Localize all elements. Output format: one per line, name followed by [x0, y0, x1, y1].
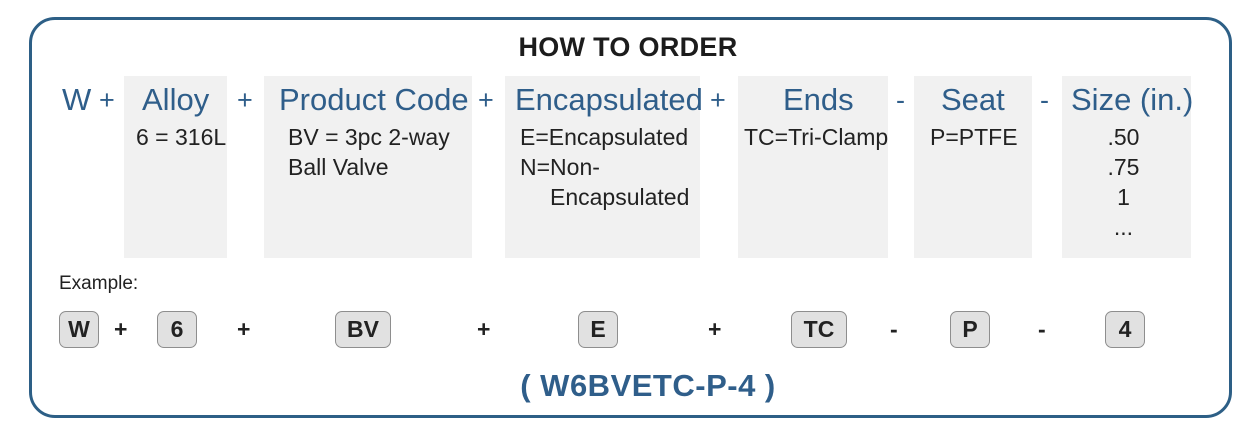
example-separator: +	[114, 316, 128, 342]
size-option: .75	[1107, 154, 1140, 180]
header-encapsulated: Encapsulated	[515, 82, 703, 117]
header-ends: Ends	[783, 82, 854, 117]
example-chip-product-code: BV	[335, 311, 391, 348]
size-option: ...	[1113, 214, 1134, 240]
seat-option: P=PTFE	[930, 124, 1018, 150]
header-separator: +	[237, 85, 253, 115]
example-chip-ends: TC	[791, 311, 847, 348]
encapsulated-option: Encapsulated	[550, 184, 690, 210]
example-chip-seat: P	[950, 311, 990, 348]
column-box-ends	[738, 76, 888, 258]
header-separator: +	[478, 85, 494, 115]
example-separator: -	[1038, 316, 1046, 342]
prefix-w: W	[62, 82, 92, 117]
example-order-code: ( W6BVETC-P-4 )	[520, 368, 776, 403]
column-box-product-code	[264, 76, 472, 258]
column-box-size	[1062, 76, 1191, 258]
example-separator: -	[890, 316, 898, 342]
page-title: HOW TO ORDER	[518, 32, 738, 62]
product-code-option: Ball Valve	[288, 154, 389, 180]
header-size: Size (in.)	[1071, 82, 1194, 117]
column-box-seat	[914, 76, 1032, 258]
encapsulated-option: N=Non-	[520, 154, 600, 180]
ends-option: TC=Tri-Clamp	[744, 124, 889, 150]
header-separator: -	[896, 85, 905, 115]
header-separator: -	[1040, 85, 1049, 115]
header-product-code: Product Code	[279, 82, 469, 117]
order-frame	[29, 17, 1232, 418]
example-separator: +	[477, 316, 491, 342]
header-seat: Seat	[941, 82, 1005, 117]
header-separator: +	[710, 85, 726, 115]
size-option: 1	[1117, 184, 1130, 210]
header-separator: +	[99, 85, 115, 115]
example-chip-encapsulated: E	[578, 311, 618, 348]
column-box-encapsulated	[505, 76, 700, 258]
example-chip-size: 4	[1105, 311, 1145, 348]
example-chip-alloy: 6	[157, 311, 197, 348]
example-chip-w: W	[59, 311, 99, 348]
example-separator: +	[237, 316, 251, 342]
example-label: Example:	[59, 273, 139, 294]
header-alloy: Alloy	[142, 82, 210, 117]
column-box-alloy	[124, 76, 227, 258]
size-option: .50	[1107, 124, 1140, 150]
alloy-option: 6 = 316L	[136, 124, 227, 150]
product-code-option: BV = 3pc 2-way	[288, 124, 450, 150]
encapsulated-option: E=Encapsulated	[520, 124, 689, 150]
example-separator: +	[708, 316, 722, 342]
